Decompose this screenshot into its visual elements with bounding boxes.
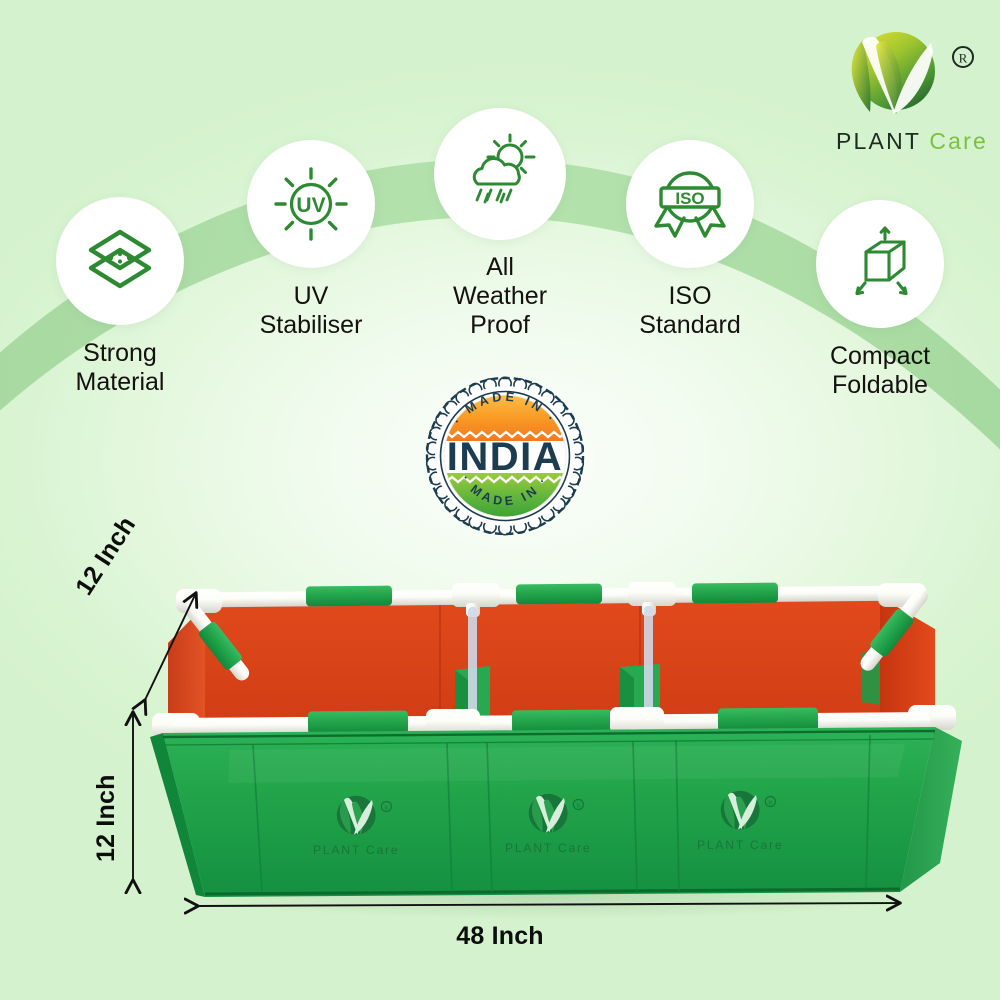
feature-icon-disc: UV	[247, 140, 375, 268]
feature-iso-standard[interactable]: ISO ISO Standard	[626, 140, 754, 340]
uv-sun-icon: UV	[274, 167, 348, 241]
feature-icon-disc: ISO	[626, 140, 754, 268]
dimension-label-height: 12 Inch	[92, 774, 120, 862]
printed-logo-group: R PLANT Care R PLANT Care	[313, 790, 783, 857]
svg-text:UV: UV	[296, 194, 325, 217]
layers-icon	[88, 229, 152, 289]
badge-main-text: INDIA	[447, 435, 563, 479]
leaf-circle-logo-icon: R	[851, 32, 974, 114]
iso-badge-icon: ISO	[654, 171, 726, 238]
feature-strong-material[interactable]: Strong Material	[56, 197, 184, 397]
expand-cube-icon	[855, 226, 908, 296]
feature-all-weather-proof[interactable]: All Weather Proof	[434, 108, 566, 339]
pvc-frame-top-back	[196, 582, 902, 617]
feature-icon-disc	[434, 108, 566, 240]
svg-text:R: R	[576, 802, 581, 809]
feature-uv-stabiliser[interactable]: UV UV Stabiliser	[247, 140, 375, 340]
feature-label: Strong Material	[75, 339, 165, 396]
feature-label: ISO Standard	[639, 282, 741, 339]
svg-text:R: R	[768, 799, 773, 806]
printed-logo-text: PLANT Care	[505, 841, 591, 855]
dimension-arrow-depth	[145, 593, 196, 700]
dimension-label-width: 48 Inch	[456, 922, 544, 950]
dimension-arrow-width	[198, 903, 900, 906]
feature-compact-foldable[interactable]: Compact Foldable	[816, 200, 944, 400]
product-image-grow-bag: R PLANT Care R PLANT Care	[0, 545, 1000, 945]
made-in-india-badge: · MADE IN · · MADE IN · INDIA	[420, 371, 590, 541]
brand-name-secondary: Care	[929, 128, 988, 154]
svg-text:R: R	[384, 804, 389, 811]
brand-name-primary: PLANT	[836, 128, 921, 154]
svg-text:R: R	[959, 51, 968, 66]
registered-mark-icon: R	[952, 46, 974, 68]
feature-icon-disc	[56, 197, 184, 325]
brand-logo: R PLANT Care	[832, 24, 992, 174]
svg-text:ISO: ISO	[675, 189, 704, 208]
printed-logo-text: PLANT Care	[313, 843, 399, 857]
brand-wordmark: PLANT Care	[832, 128, 992, 155]
printed-logo-text: PLANT Care	[697, 838, 783, 852]
feature-label: All Weather Proof	[452, 253, 548, 339]
feature-label: Compact Foldable	[829, 342, 931, 399]
sun-cloud-rain-icon	[472, 133, 536, 204]
pvc-frame-right-corner	[860, 583, 956, 730]
feature-icon-disc	[816, 200, 944, 328]
feature-label: UV Stabiliser	[259, 282, 363, 339]
